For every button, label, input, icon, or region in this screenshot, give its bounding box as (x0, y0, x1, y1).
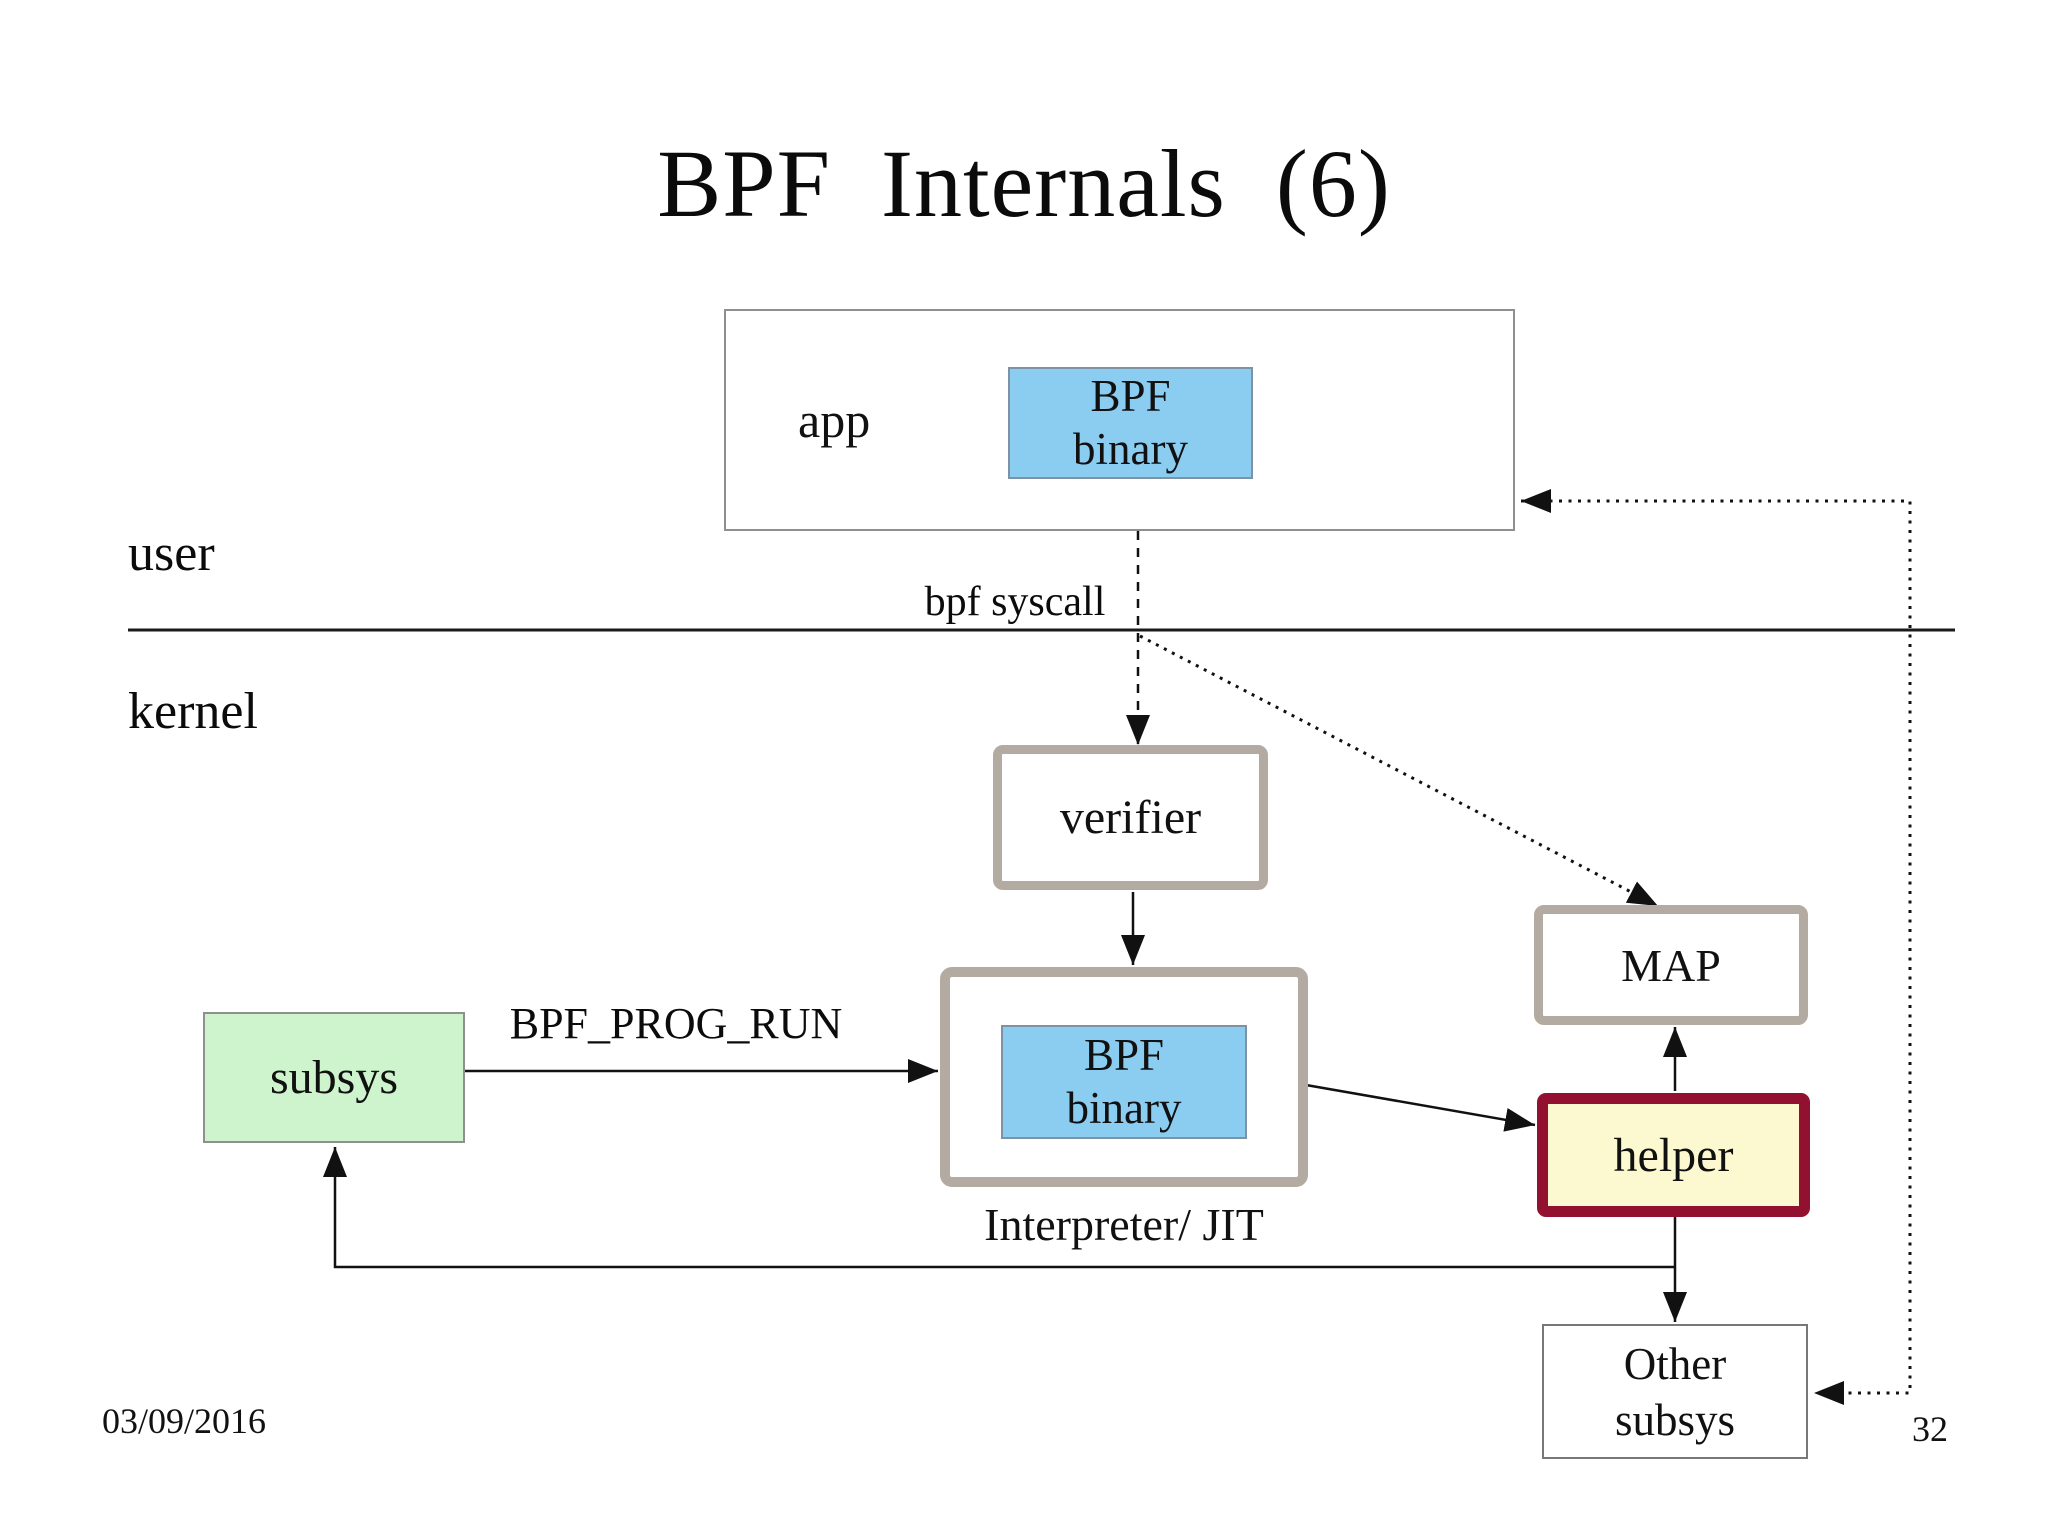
subsys-box: subsys (203, 1012, 465, 1143)
slide-date: 03/09/2016 (102, 1401, 267, 1441)
subsys-label: subsys (269, 1051, 399, 1104)
region-label-kernel: kernel (128, 683, 258, 740)
map-box: MAP (1534, 905, 1808, 1025)
bpf-prog-run-label: BPF_PROG_RUN (509, 999, 843, 1048)
region-label-user: user (128, 525, 215, 582)
edge-interpreter-to-helper (1305, 1083, 1536, 1132)
app-box: app BPF binary (724, 309, 1515, 531)
verifier-label: verifier (1059, 791, 1202, 844)
bpf-syscall-label: bpf syscall (924, 579, 1106, 625)
interpreter-jit-box: BPF binary (940, 967, 1308, 1187)
interpreter-jit-caption: Interpreter/ JIT (984, 1199, 1264, 1250)
bpf-binary-text: BPF binary (1066, 1030, 1182, 1133)
verifier-box: verifier (993, 745, 1268, 890)
other-subsys-text: Other subsys (1614, 1338, 1736, 1445)
map-label: MAP (1621, 939, 1721, 991)
helper-box: helper (1537, 1093, 1810, 1217)
bpf-binary-box-kernel: BPF binary (1001, 1025, 1247, 1139)
bpf-binary-box-user: BPF binary (1008, 367, 1253, 479)
helper-label: helper (1613, 1128, 1734, 1182)
app-label: app (798, 392, 871, 448)
other-subsys-box: Other subsys (1542, 1324, 1808, 1459)
slide-title: BPF Internals (6) (657, 130, 1391, 237)
bpf-binary-text: BPF binary (1073, 371, 1188, 474)
page-number: 32 (1912, 1409, 1948, 1449)
